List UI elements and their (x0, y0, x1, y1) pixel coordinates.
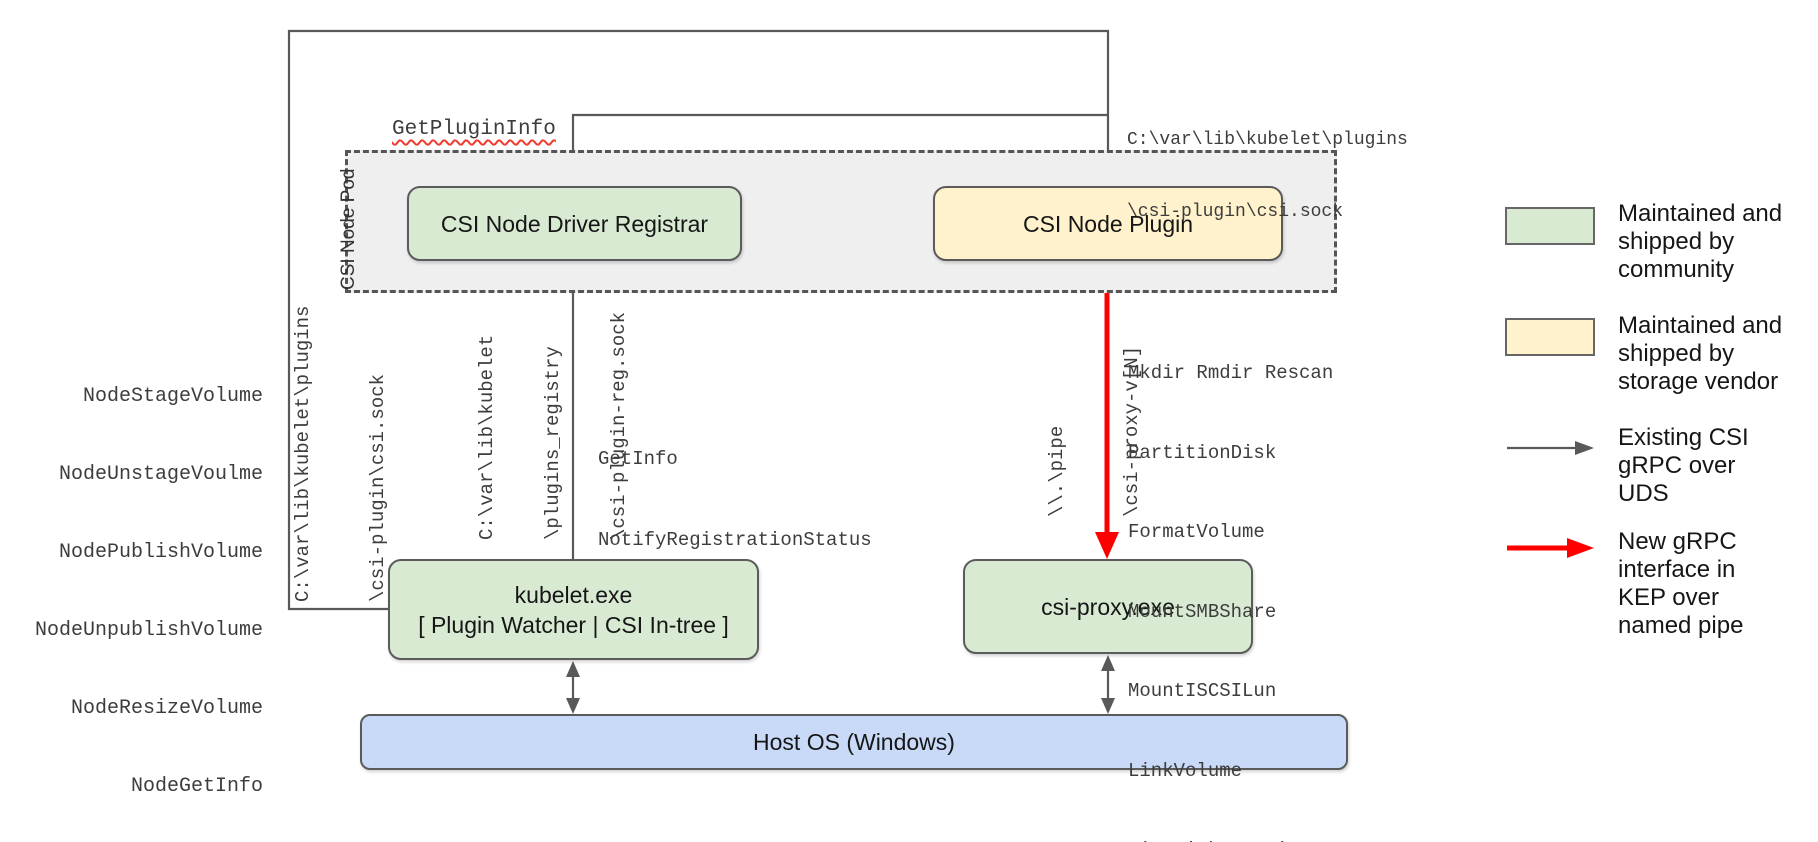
host-os-box: Host OS (Windows) (360, 714, 1348, 770)
proxy-rpc-item: FormatVolume (1128, 521, 1265, 543)
node-rpc-item: NodePublishVolume (58, 541, 263, 564)
vendor-swatch (1505, 318, 1595, 356)
proxy-rpc-item: Mkdir Rmdir Rescan (1128, 362, 1334, 384)
legend-new-grpc-text: New gRPC interface in KEP over named pip… (1618, 528, 1744, 639)
legend-vendor-text: Maintained and shipped by storage vendor (1618, 312, 1783, 395)
node-rpc-item: NodeGetInfo (130, 775, 263, 798)
registration-rpc-line1: GetInfo (598, 448, 678, 470)
csi-node-plugin-box: CSI Node Plugin (933, 186, 1283, 261)
csi-sock-path-line1: C:\var\lib\kubelet\plugins (1127, 130, 1408, 150)
registration-rpcs-label: GetInfo NotifyRegistrationStatus (598, 392, 872, 608)
proxy-rpc-item: MountSMBShare (1128, 600, 1277, 623)
legend-existing-grpc-text: Existing CSI gRPC over UDS (1618, 424, 1749, 507)
csiproxy-hostos-double-arrow (1101, 655, 1115, 714)
host-os-label: Host OS (Windows) (753, 729, 955, 755)
proxy-rpc-item: ListDiskLocations (1128, 837, 1333, 842)
proxy-rpc-list: Mkdir Rmdir Rescan PartitionDisk FormatV… (1128, 307, 1333, 842)
red-arrow-icon (1507, 538, 1594, 558)
named-pipe-line1: \\.\pipe (1046, 425, 1068, 517)
kubelet-box: kubelet.exe [ Plugin Watcher | CSI In-tr… (388, 559, 759, 660)
kubelet-label-line1: kubelet.exe (514, 581, 633, 608)
csi-proxy-box: csi-proxy.exe (963, 559, 1253, 654)
csi-node-driver-registrar-box: CSI Node Driver Registrar (407, 186, 742, 261)
proxy-rpc-item: PartitionDisk (1128, 441, 1277, 464)
registrar-label: CSI Node Driver Registrar (440, 210, 709, 237)
kubelet-hostos-double-arrow (566, 661, 580, 714)
gray-arrow-icon (1507, 441, 1594, 455)
node-rpc-item: NodeResizeVolume (70, 697, 263, 720)
node-rpc-item: NodeUnstageVoulme (58, 463, 263, 486)
plugin-label: CSI Node Plugin (1022, 210, 1194, 237)
csi-node-pod-label: CSI Node Pod (338, 168, 359, 290)
named-pipe-path-label: \\.\pipe \csi-proxy-v[N] (995, 346, 1143, 517)
community-swatch (1505, 207, 1595, 245)
node-rpc-item: NodeStageVolume (82, 385, 263, 408)
registration-rpc-line2: NotifyRegistrationStatus (598, 529, 872, 551)
legend-community-text: Maintained and shipped by community (1618, 200, 1783, 283)
kubelet-label-line2: [ Plugin Watcher | CSI In-tree ] (418, 611, 729, 638)
csi-sock-path-line2: \csi-plugin\csi.sock (1127, 202, 1344, 222)
registration-sock-path-label: C:\var\lib\kubelet \plugins_registry \cs… (432, 312, 630, 540)
registration-sock-line2: \plugins_registry (542, 346, 564, 540)
csi-sock-vert-line1: C:\var\lib\kubelet\plugins (292, 305, 314, 602)
get-plugin-info-label: GetPluginInfo (392, 118, 556, 141)
registration-sock-line1: C:\var\lib\kubelet (476, 334, 498, 540)
csi-proxy-label: csi-proxy.exe (1041, 593, 1175, 620)
proxy-rpc-item: MountISCSILun (1128, 680, 1277, 702)
csi-sock-vert-line2: \csi-plugin\csi.sock (367, 373, 389, 602)
csi-sock-path-label: C:\var\lib\kubelet\plugins \csi-plugin\c… (1127, 80, 1408, 272)
node-rpc-list: NodeStageVolume NodeUnstageVoulme NodePu… (33, 332, 263, 842)
node-rpc-item: NodeUnpublishVolume (34, 619, 263, 642)
proxy-rpc-item: LinkVolume (1128, 759, 1243, 782)
plugin-to-csiproxy-red-arrow (1095, 260, 1119, 559)
